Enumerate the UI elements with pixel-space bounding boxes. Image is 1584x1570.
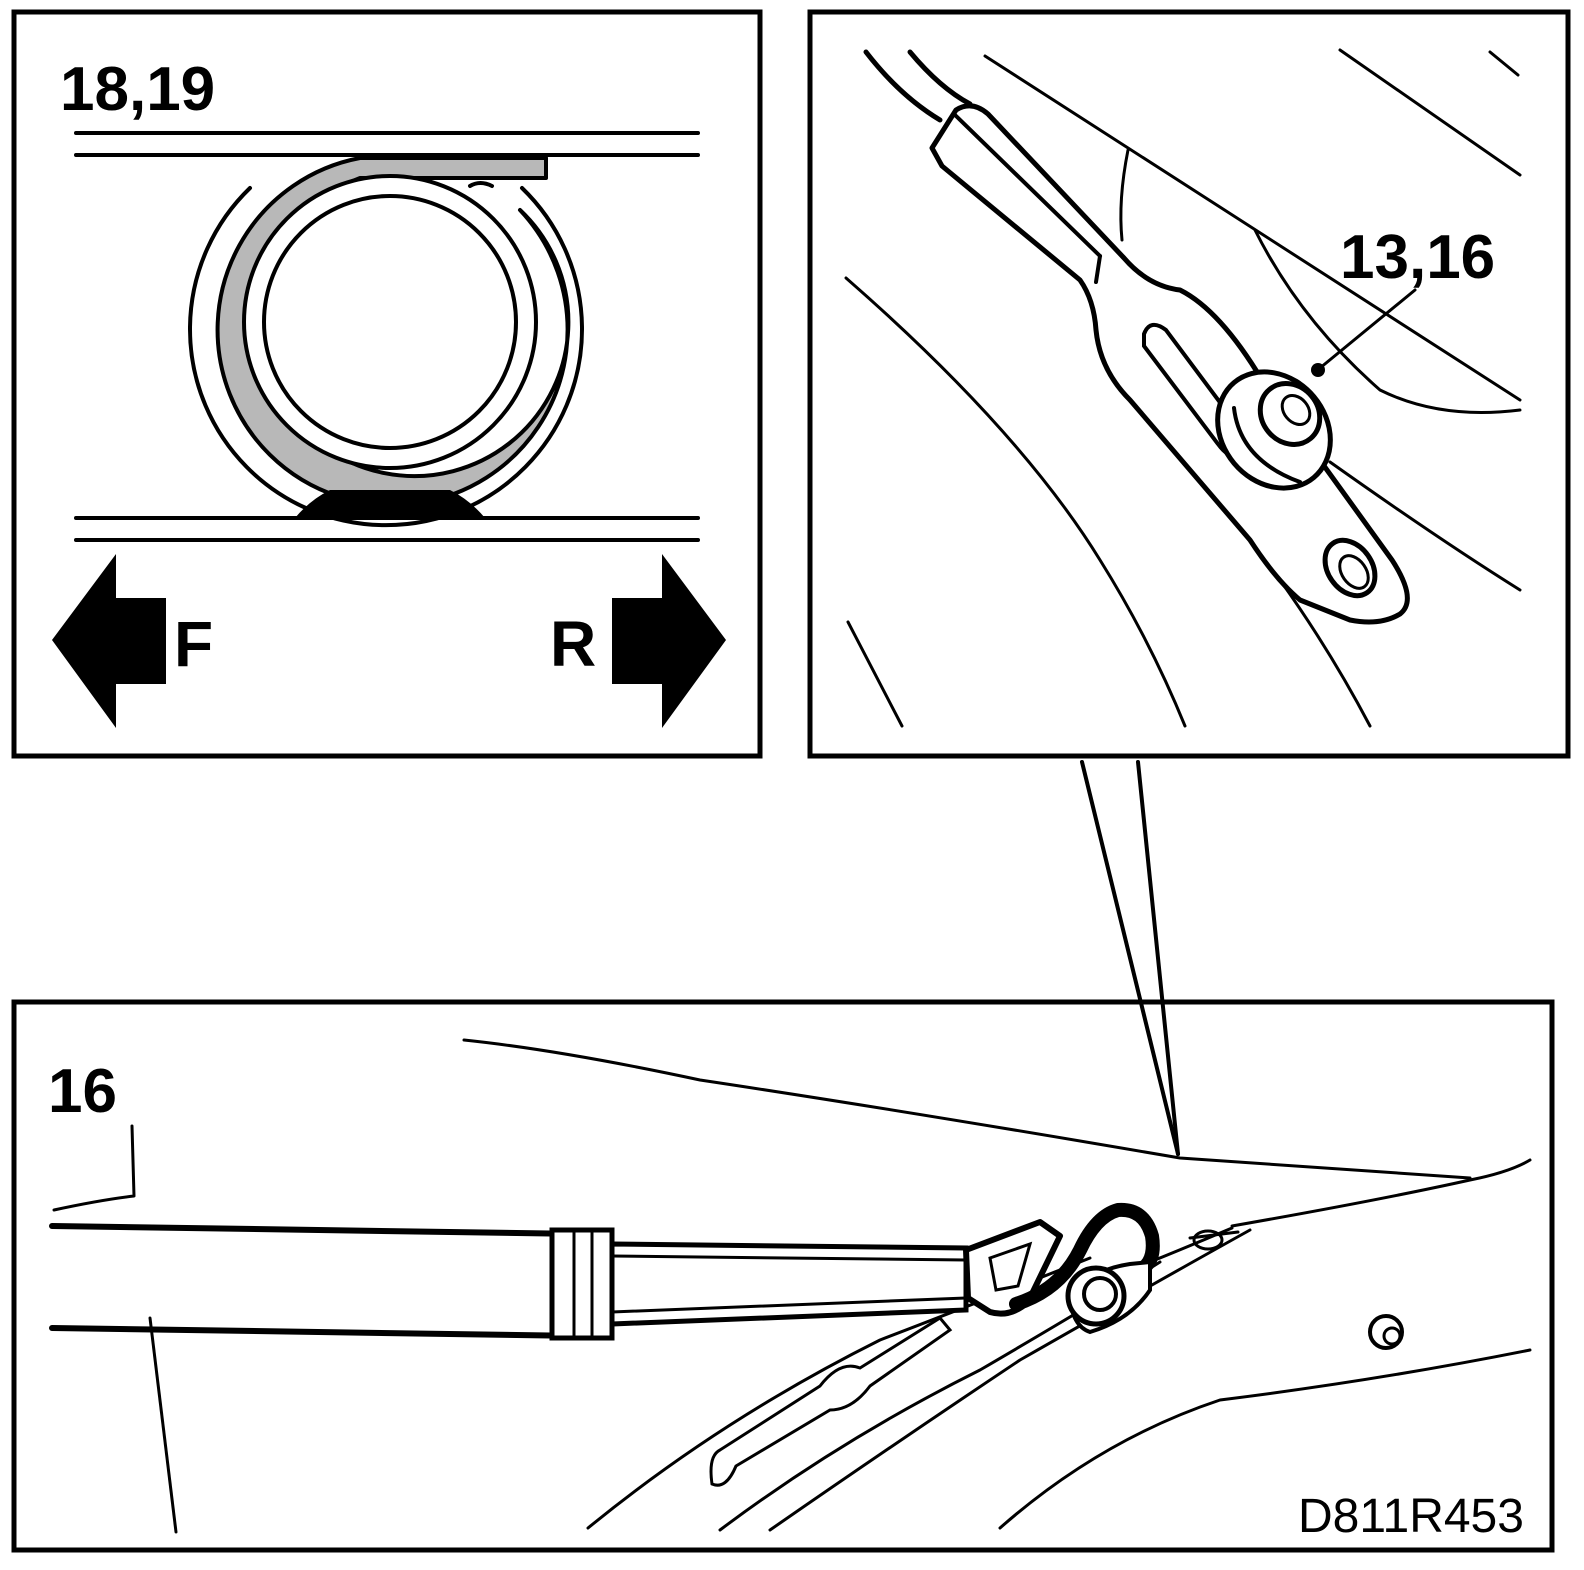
panel-top-right: 13,16 [807, 9, 1571, 759]
arrow-right-icon [612, 554, 726, 728]
front-arrow-label: F [174, 608, 213, 680]
figure-code: D811R453 [1298, 1490, 1524, 1543]
arrow-left-icon [52, 554, 166, 728]
panel-top-right-label: 13,16 [1340, 223, 1495, 292]
rear-arrow-label: R [550, 608, 596, 680]
front-arrow: F [52, 554, 213, 728]
panel-bottom-frame [11, 999, 1555, 1553]
cable-strap [863, 49, 1410, 625]
panel-top-left: 18,19 F R [11, 9, 763, 759]
panel-bottom-label: 16 [48, 1057, 117, 1126]
rear-arrow: R [550, 554, 726, 728]
strut-end-fitting [963, 1202, 1240, 1335]
hose-cross-section [188, 156, 584, 528]
panel-bottom: 16 [11, 999, 1555, 1553]
gas-strut [49, 1223, 969, 1341]
panel-top-left-label: 18,19 [60, 55, 215, 124]
zoom-callout [1080, 760, 1180, 1156]
